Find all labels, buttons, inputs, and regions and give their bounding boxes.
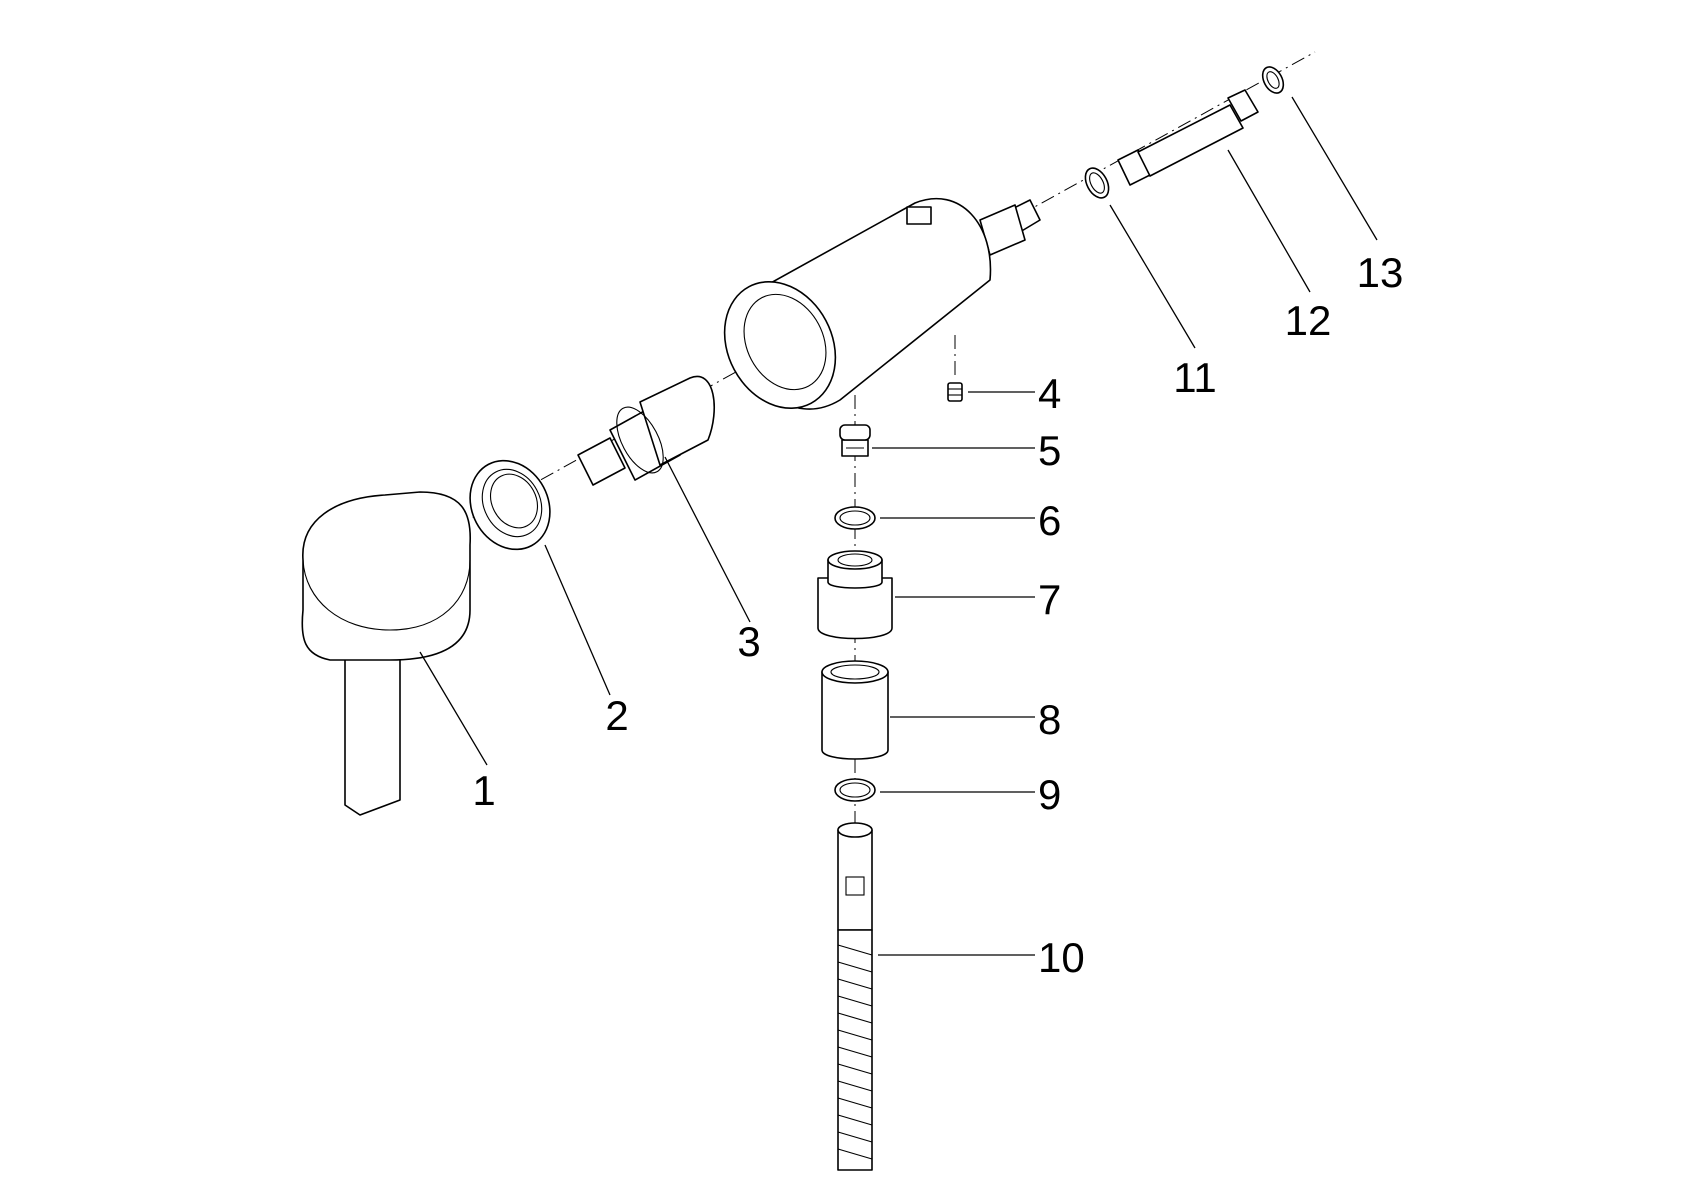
part-3-cartridge — [577, 375, 716, 486]
leader-2 — [544, 544, 611, 696]
callout-1: 1 — [472, 767, 495, 814]
leader-lines — [419, 96, 1378, 956]
callout-3: 3 — [737, 618, 760, 665]
callout-9: 9 — [1038, 771, 1061, 818]
leader-11 — [1109, 204, 1196, 349]
callout-2: 2 — [605, 692, 628, 739]
leader-3 — [664, 456, 751, 623]
callout-6: 6 — [1038, 497, 1061, 544]
part-4-set-screw — [947, 382, 963, 402]
callout-12: 12 — [1285, 297, 1332, 344]
callout-4: 4 — [1038, 370, 1061, 417]
part-8-sleeve — [821, 660, 889, 760]
part-6-o-ring — [834, 506, 876, 530]
part-13-ring — [1261, 66, 1285, 94]
part-1-lever-handle — [301, 491, 472, 816]
part-2-threaded-ring — [469, 459, 551, 551]
callout-13: 13 — [1357, 249, 1404, 296]
callout-11: 11 — [1173, 354, 1217, 401]
part-5-check-valve — [839, 424, 871, 457]
leader-1 — [419, 651, 488, 766]
callout-labels: 1 2 3 4 5 6 7 8 9 10 11 12 13 — [472, 249, 1403, 981]
leader-12 — [1227, 149, 1311, 293]
callout-8: 8 — [1038, 696, 1061, 743]
part-12-connecting-pipe — [1117, 89, 1259, 186]
callout-7: 7 — [1038, 576, 1061, 623]
part-9-o-ring — [834, 778, 876, 802]
part-10-hose-spiral — [837, 822, 873, 1171]
main-body-housing — [723, 197, 1041, 410]
part-7-connector — [817, 550, 893, 640]
callout-5: 5 — [1038, 427, 1061, 474]
part-11-ring — [1084, 167, 1110, 199]
leader-13 — [1291, 96, 1378, 241]
callout-10: 10 — [1038, 934, 1085, 981]
